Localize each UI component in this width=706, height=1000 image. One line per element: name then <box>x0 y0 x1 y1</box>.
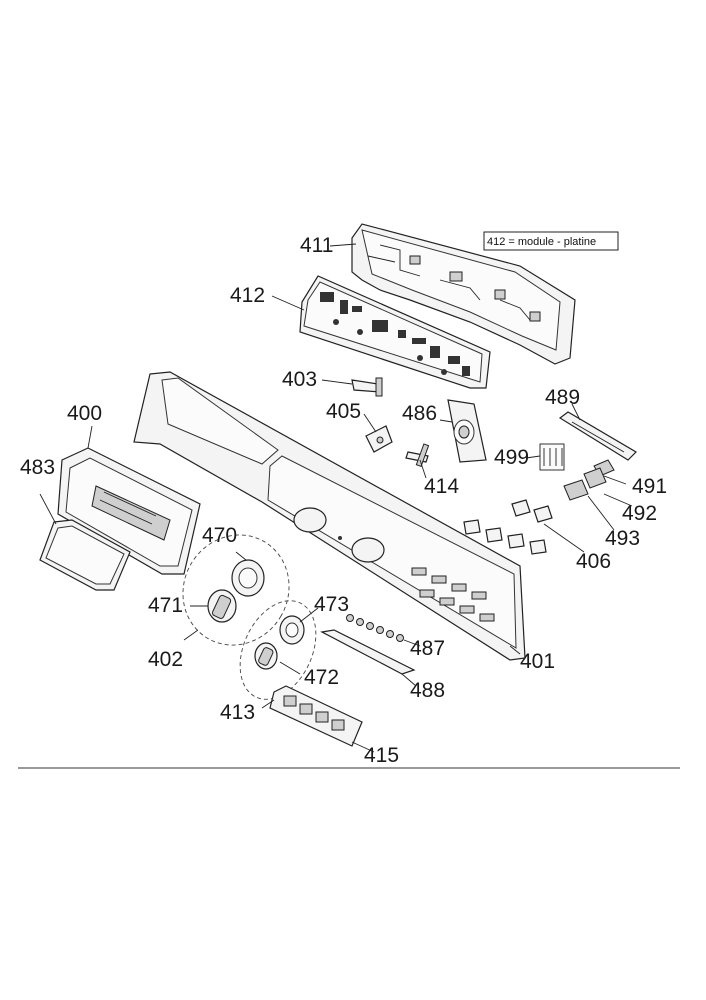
label-400: 400 <box>67 402 102 425</box>
part-411-frame <box>351 223 576 365</box>
label-491: 491 <box>632 475 667 498</box>
part-493-connector <box>563 479 589 501</box>
label-473: 473 <box>314 593 349 616</box>
label-489: 489 <box>545 386 580 409</box>
part-472-knob <box>254 642 278 670</box>
part-492-connector <box>583 467 607 489</box>
label-414: 414 <box>424 475 459 498</box>
label-413: 413 <box>220 701 255 724</box>
label-492: 492 <box>622 502 657 525</box>
label-411: 411 <box>300 234 333 257</box>
label-405: 405 <box>326 400 361 423</box>
part-405-bracket <box>365 425 393 453</box>
part-402-knob-group <box>182 534 290 646</box>
label-488: 488 <box>410 679 445 702</box>
label-471: 471 <box>148 594 183 617</box>
part-414-pin <box>405 443 430 468</box>
label-483: 483 <box>20 456 55 479</box>
label-412: 412 <box>230 284 265 307</box>
label-486: 486 <box>402 402 437 425</box>
part-487-button-row <box>346 614 404 642</box>
part-499-flat-cable <box>539 443 565 471</box>
label-401: 401 <box>520 650 555 673</box>
part-413-knob-group <box>239 600 317 700</box>
part-486-plate <box>447 399 487 463</box>
part-412-circuit-board <box>299 275 491 389</box>
part-489-display-strip <box>558 411 637 461</box>
part-labels: 411 412 403 400 405 486 489 483 499 414 … <box>20 234 667 767</box>
part-406-clips <box>463 499 553 555</box>
part-400-drawer <box>57 447 201 575</box>
label-493: 493 <box>605 527 640 550</box>
part-483-handle-cover <box>39 519 131 591</box>
leader-lines <box>39 243 633 753</box>
part-415-button-block <box>269 685 363 747</box>
part-401-control-panel <box>133 371 526 661</box>
label-499: 499 <box>494 446 529 469</box>
part-471-knob <box>207 589 237 623</box>
label-487: 487 <box>410 637 445 660</box>
label-403: 403 <box>282 368 317 391</box>
label-472: 472 <box>304 666 339 689</box>
label-406: 406 <box>576 550 611 573</box>
label-415: 415 <box>364 744 399 767</box>
part-470-ring <box>231 559 265 597</box>
label-470: 470 <box>202 524 237 547</box>
note-text: 412 = module - platine <box>487 236 596 248</box>
note-box: 412 = module - platine <box>483 231 619 251</box>
part-488-strip <box>320 629 416 675</box>
part-403-shaft <box>351 377 383 397</box>
part-473-ring <box>279 615 305 645</box>
label-402: 402 <box>148 648 183 671</box>
